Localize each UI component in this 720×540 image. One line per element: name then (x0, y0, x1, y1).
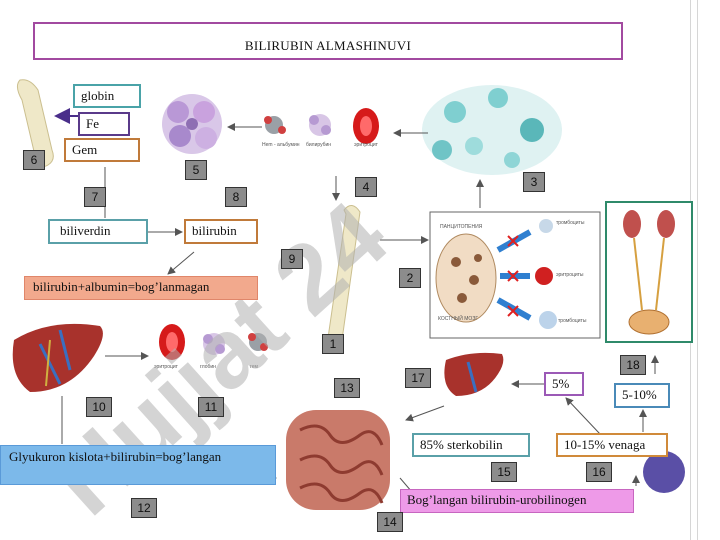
caption-globin-bottom: глобин (200, 364, 216, 370)
number-tag-12: 12 (131, 498, 157, 518)
number-tag-2: 2 (399, 268, 421, 288)
liver-left-image (12, 323, 103, 392)
number-tag-15: 15 (491, 462, 517, 482)
right-edge-line-2 (697, 0, 698, 540)
label-gem: Gem (64, 138, 140, 162)
label-fe: Fe (78, 112, 130, 136)
caption-gem-bottom: гем (250, 364, 258, 370)
label-five-ten-percent: 5-10% (614, 383, 670, 408)
number-tag-17: 17 (405, 368, 431, 388)
blood-cells-cluster-image (422, 85, 562, 175)
number-tag-7: 7 (84, 187, 106, 207)
bone-marrow-panel (429, 211, 601, 339)
caption-bilirubin-top: билирубин (306, 142, 331, 148)
marrow-caption-r2: эритроциты (556, 272, 584, 278)
label-urobilinogen: Bog’langan bilirubin-urobilinogen (400, 489, 634, 513)
number-tag-5: 5 (185, 160, 207, 180)
number-tag-11: 11 (198, 397, 224, 417)
label-biliverdin: biliverdin (48, 219, 148, 244)
number-tag-6: 6 (23, 150, 45, 170)
label-conjugated-bilirubin: Glyukuron kislota+bilirubin=bog’langan (0, 445, 276, 485)
bone-top-left-image (16, 79, 54, 168)
number-tag-14: 14 (377, 512, 403, 532)
accent-circle (643, 451, 685, 493)
title-box: BILIRUBIN ALMASHINUVI (33, 22, 623, 60)
number-tag-4: 4 (355, 177, 377, 197)
label-unconjugated-bilirubin: bilirubin+albumin=bog’lanmagan (24, 276, 258, 300)
liver-small-image (444, 352, 504, 396)
caption-hem-albumin: Hem - альбумин (262, 142, 300, 148)
marrow-caption-left: КОСТНЫЙ МОЗГ (438, 314, 478, 322)
marrow-caption-top: ПАНЦИТОПЕНИЯ (440, 224, 483, 230)
number-tag-9: 9 (281, 249, 303, 269)
intestines-image (286, 410, 390, 510)
label-venaga: 10-15% venaga (556, 433, 668, 457)
label-sterkobilin: 85% sterkobilin (412, 433, 530, 457)
number-tag-13: 13 (334, 378, 360, 398)
hemoglobin-molecule-image (162, 94, 222, 154)
caption-erythrocyte-top: эритроцит (354, 142, 379, 148)
number-tag-18: 18 (620, 355, 646, 375)
marrow-caption-r1: тромбоциты (556, 220, 585, 226)
caption-erythrocyte-bottom: эритроцит (154, 364, 179, 370)
molecule-row-top-image (264, 108, 379, 144)
marrow-caption-r3: тромбоциты (558, 318, 587, 324)
label-five-percent: 5% (544, 372, 584, 396)
page-title: BILIRUBIN ALMASHINUVI (244, 38, 412, 53)
label-bilirubin: bilirubin (184, 219, 258, 244)
number-tag-1: 1 (322, 334, 344, 354)
number-tag-16: 16 (586, 462, 612, 482)
number-tag-8: 8 (225, 187, 247, 207)
molecule-row-bottom-image (159, 324, 268, 360)
number-tag-3: 3 (523, 172, 545, 192)
urinary-system-image (605, 201, 693, 343)
number-tag-10: 10 (86, 397, 112, 417)
label-globin: globin (73, 84, 141, 108)
